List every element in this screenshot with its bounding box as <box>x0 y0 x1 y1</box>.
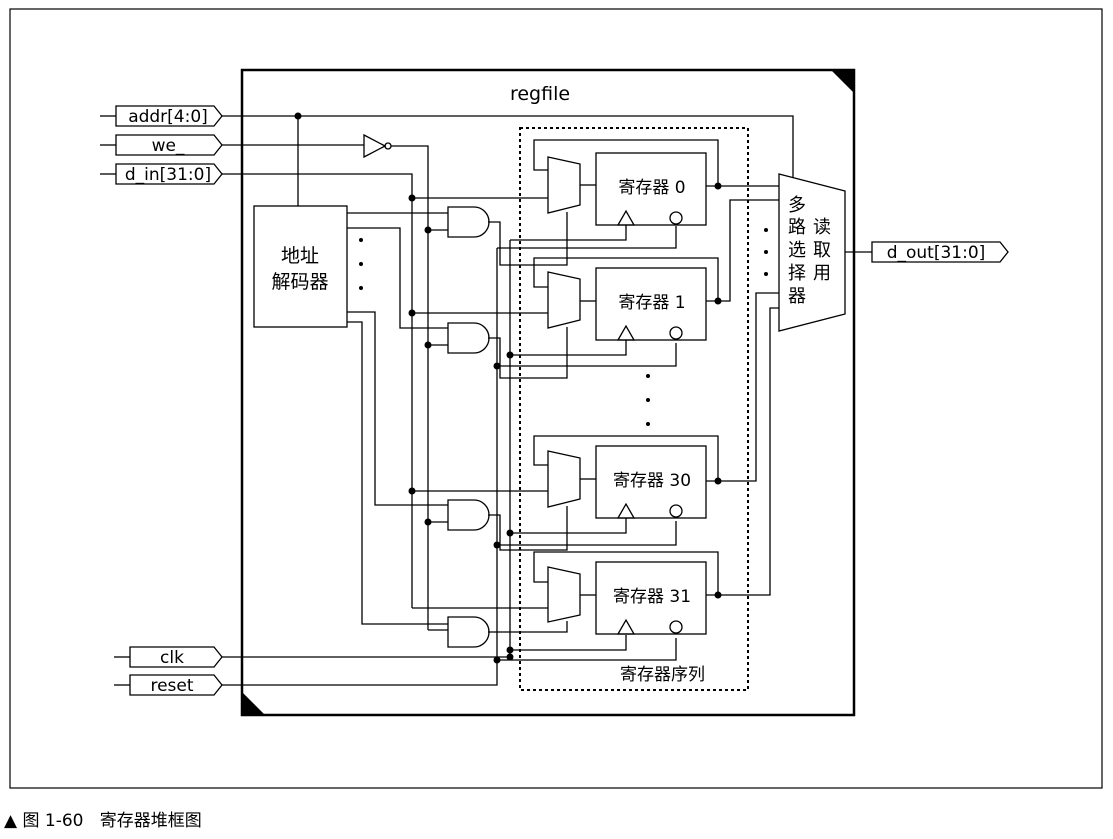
port-clk-label: clk <box>160 648 184 668</box>
and-gate-0 <box>447 206 490 238</box>
register-30 <box>595 445 707 519</box>
and-gate-30 <box>447 499 490 531</box>
and-gates <box>447 206 490 648</box>
read-mux-char: 用 <box>813 263 831 284</box>
register-file-diagram: regfile 寄存器序列 addr[4:0 <box>9 8 1103 789</box>
read-mux-char: 读 <box>813 217 831 238</box>
port-d-in-label: d_in[31:0] <box>125 165 211 185</box>
read-mux: 多 路 选 择 器 读 取 用 <box>778 173 846 332</box>
and-gate-1 <box>447 322 490 354</box>
read-mux-char: 选 <box>788 240 806 261</box>
port-d-out <box>845 241 1009 263</box>
register-30-label: 寄存器 30 <box>613 471 691 491</box>
port-clk <box>114 646 223 668</box>
port-d-in <box>100 163 223 185</box>
caption-title: 寄存器堆框图 <box>99 811 202 831</box>
write-mux-31 <box>547 566 581 623</box>
port-reset <box>114 674 223 696</box>
register-31-label: 寄存器 31 <box>613 587 691 607</box>
read-mux-char: 器 <box>788 286 806 307</box>
decoder-label-line1: 地址 <box>281 245 319 267</box>
write-muxes <box>547 156 581 623</box>
registers <box>595 152 707 635</box>
read-mux-char: 取 <box>813 240 831 261</box>
port-we <box>100 134 223 156</box>
register-0 <box>595 152 707 226</box>
register-array: 寄存器序列 <box>519 127 749 691</box>
regfile-module: regfile <box>240 68 856 717</box>
caption-figure-number: 图 1-60 <box>22 811 84 831</box>
and-gate-31 <box>447 616 490 648</box>
inverter-gate <box>363 133 392 159</box>
port-addr-label: addr[4:0] <box>128 107 208 127</box>
read-mux-char: 多 <box>788 195 806 216</box>
port-d-out-label: d_out[31:0] <box>887 243 986 263</box>
decoder-ellipsis <box>359 238 363 290</box>
port-reset-label: reset <box>150 676 193 696</box>
register-31 <box>595 561 707 635</box>
read-mux-char: 路 <box>788 217 806 238</box>
figure-caption: ▲ 图 1-60 寄存器堆框图 <box>4 806 202 831</box>
write-mux-1 <box>547 271 581 329</box>
port-addr <box>100 105 223 127</box>
address-decoder: 地址 解码器 <box>253 205 348 328</box>
decoder-label-line2: 解码器 <box>271 271 328 293</box>
register-array-label: 寄存器序列 <box>620 665 705 685</box>
wiring <box>222 115 794 686</box>
register-ellipsis <box>646 228 768 426</box>
write-mux-30 <box>547 450 581 508</box>
read-mux-char: 择 <box>788 263 806 284</box>
figure-frame <box>9 8 1103 789</box>
caption-marker: ▲ <box>4 811 18 831</box>
register-0-label: 寄存器 0 <box>618 178 685 198</box>
register-1-label: 寄存器 1 <box>618 293 685 313</box>
write-mux-0 <box>547 156 581 214</box>
port-we-label: we_ <box>152 136 185 156</box>
register-1 <box>595 267 707 341</box>
module-title: regfile <box>510 83 570 105</box>
junction-dots <box>294 112 722 664</box>
